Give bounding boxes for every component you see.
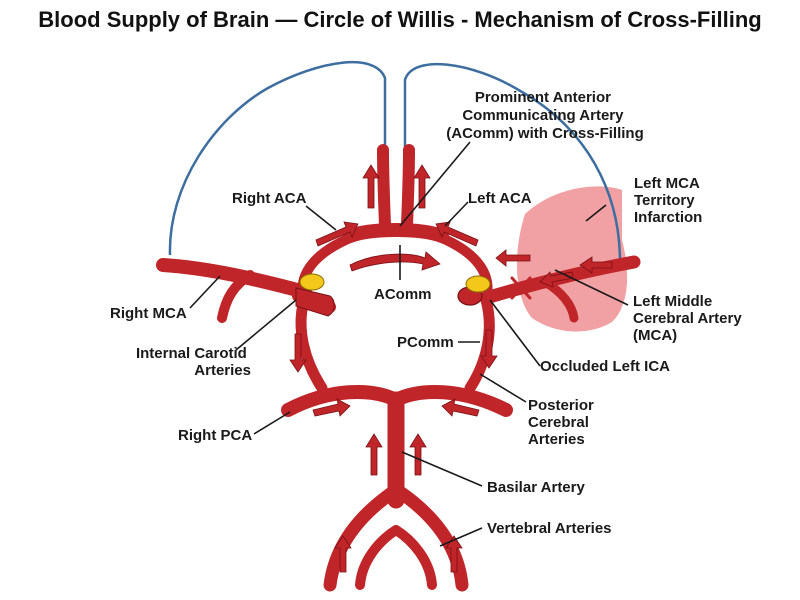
label-right-aca: Right ACA (232, 190, 307, 207)
label-vertebral: Vertebral Arteries (487, 520, 612, 537)
left-hemisphere-outline (403, 63, 622, 263)
left-ica-stump (457, 275, 491, 306)
label-right-pca: Right PCA (178, 427, 252, 444)
vertebral-arteries (323, 485, 469, 592)
label-internal-carotid: Internal Carotid Arteries (136, 345, 251, 379)
label-right-mca: Right MCA (110, 305, 187, 322)
leader-lines (189, 141, 629, 547)
anterior-cerebral-arteries (377, 144, 415, 231)
label-basilar: Basilar Artery (487, 479, 585, 496)
label-occluded-ica: Occluded Left ICA (540, 358, 670, 375)
right-hemisphere-outline (168, 60, 387, 256)
occlusion-x-icon (510, 276, 532, 300)
label-infarction: Left MCA Territory Infarction (634, 175, 703, 226)
label-posterior-cerebral: Posterior Cerebral Arteries (528, 397, 598, 448)
posterior-cerebral-arteries (281, 385, 513, 417)
right-mca-artery (156, 258, 312, 323)
label-left-mca: Left Middle Cerebral Artery (MCA) (633, 293, 746, 344)
left-mca-infarct-region (516, 186, 628, 332)
acomm-artery (343, 223, 449, 243)
diagram-title: Blood Supply of Brain — Circle of Willis… (38, 7, 761, 32)
label-acomm: AComm (374, 286, 432, 303)
label-pcomm: PComm (397, 334, 454, 351)
label-prominent-acomm: Prominent Anterior Communicating Artery … (446, 89, 644, 142)
label-left-aca: Left ACA (468, 190, 532, 207)
right-ica-stump (295, 273, 335, 317)
flow-arrows (289, 164, 613, 573)
